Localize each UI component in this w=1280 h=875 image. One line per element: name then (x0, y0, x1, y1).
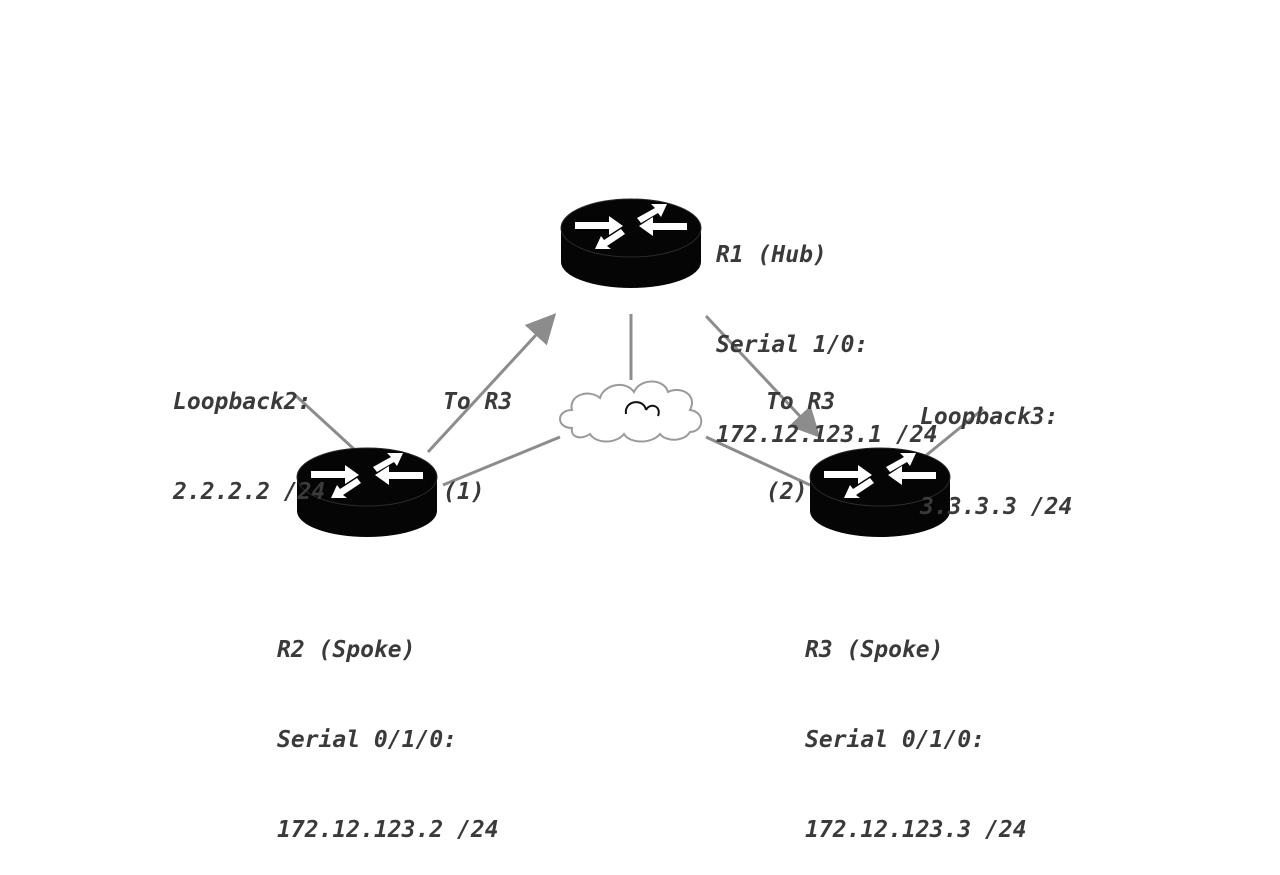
router-r1-name: R1 (Hub) (716, 242, 827, 268)
loopback3-label: Loopback3: 3.3.3.3 /24 (920, 342, 1072, 552)
network-diagram (293, 198, 984, 538)
router-r2-interface: Serial 0/1/0: (277, 727, 458, 753)
router-r1-icon (560, 198, 702, 289)
router-r3-address: 172.12.123.3 /24 (805, 817, 1027, 843)
router-r2-address: 172.12.123.2 /24 (277, 817, 499, 843)
flow-step1-destination: To R3 (443, 389, 513, 415)
flow-arrow-step2 (704, 314, 821, 438)
flow-step2-destination: To R3 (766, 389, 836, 415)
link-r3-cloud (705, 435, 811, 487)
link-r2-cloud (442, 435, 561, 487)
router-r2-name: R2 (Spoke) (277, 637, 416, 663)
router-r3-interface: Serial 0/1/0: (805, 727, 986, 753)
loopback2-name: Loopback2: (173, 389, 312, 415)
flow-arrows (426, 313, 821, 454)
loopback3-name: Loopback3: (920, 404, 1059, 430)
flow-step1-number: (1) (443, 479, 485, 505)
loopback2-address: 2.2.2.2 /24 (173, 479, 326, 505)
router-r3-name: R3 (Spoke) (805, 637, 944, 663)
router-r2-label: R2 (Spoke) Serial 0/1/0: 172.12.123.2 /2… (277, 575, 499, 875)
flow-step2-number: (2) (766, 479, 808, 505)
flow-arrow-step1 (426, 313, 557, 454)
flow-step1-label: To R3 (1) (443, 327, 512, 537)
router-r1-address: 172.12.123.1 /24 (716, 422, 938, 448)
loopback3-connector (917, 407, 984, 464)
router-r1-label: R1 (Hub) Serial 1/0: 172.12.123.1 /24 (716, 180, 938, 480)
router-r3-label: R3 (Spoke) Serial 0/1/0: 172.12.123.3 /2… (805, 575, 1027, 875)
loopback3-address: 3.3.3.3 /24 (920, 494, 1073, 520)
router-r1-interface: Serial 1/0: (716, 332, 869, 358)
frame-relay-cloud-icon (559, 380, 703, 443)
loopback2-label: Loopback2: 2.2.2.2 /24 (173, 327, 325, 537)
flow-step2-label: To R3 (2) (766, 327, 835, 537)
